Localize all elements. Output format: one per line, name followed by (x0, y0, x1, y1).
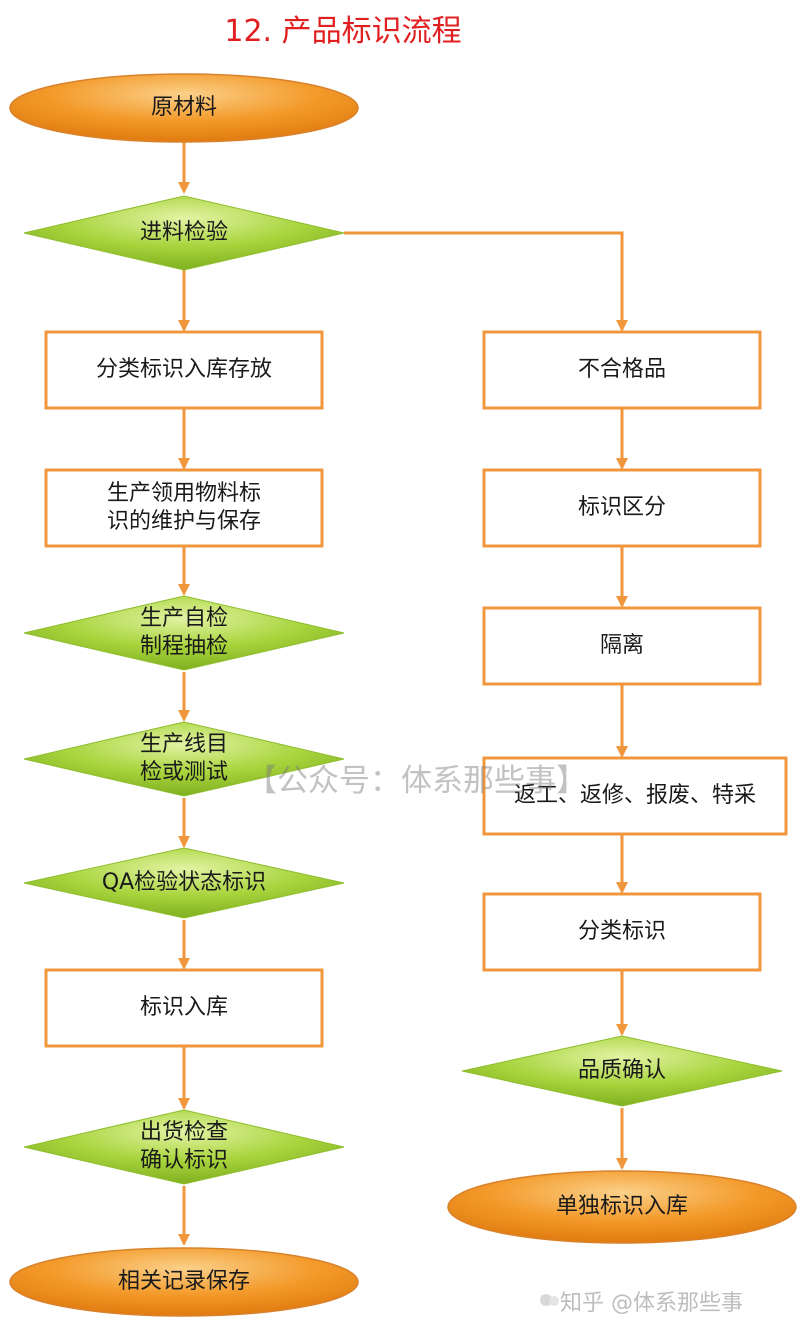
end-terminal-right (447, 1170, 797, 1244)
identify-distinguish-box (482, 468, 762, 548)
incoming-inspection-label: 进料检验 (139, 220, 228, 245)
classify-store-label: 分类标识入库存放 (95, 357, 272, 382)
line-test-decision (23, 721, 345, 797)
classify-identify-label: 分类标识 (577, 919, 666, 944)
zhihu-logo-icon (540, 1294, 559, 1306)
production-material-box (44, 468, 324, 548)
line-test-label: 生产线目 检或测试 (139, 732, 228, 785)
page-title: 12. 产品标识流程 (224, 14, 462, 49)
self-check-label: 生产自检 制程抽检 (139, 606, 228, 659)
rework-label: 返工、返修、报废、特采 (513, 783, 756, 808)
self-check-decision (23, 595, 345, 671)
nonconforming-box (482, 330, 762, 410)
classify-store-box (44, 330, 324, 410)
identify-store-box (44, 968, 324, 1048)
identify-distinguish-label: 标识区分 (577, 495, 666, 520)
qa-status-decision (23, 847, 345, 919)
rework-box (482, 756, 788, 836)
shipment-check-decision (23, 1109, 345, 1185)
shipment-check-label: 出货检查 确认标识 (139, 1120, 228, 1173)
isolate-label: 隔离 (599, 633, 644, 658)
end-right-label: 单独标识入库 (555, 1194, 688, 1219)
start-label: 原材料 (150, 95, 217, 120)
isolate-box (482, 606, 762, 686)
quality-confirm-decision (461, 1035, 783, 1107)
nonconforming-label: 不合格品 (577, 357, 666, 382)
watermark-text: 【公众号：体系那些事】 (246, 763, 587, 799)
credit-text: 知乎 @体系那些事 (560, 1291, 743, 1316)
end-left-label: 相关记录保存 (117, 1269, 250, 1294)
classify-identify-box (482, 892, 762, 972)
end-terminal-left (9, 1247, 359, 1317)
incoming-inspection-decision (23, 195, 345, 271)
quality-confirm-label: 品质确认 (577, 1058, 666, 1083)
arrow-inspection-to-nonconforming (344, 231, 628, 332)
start-terminal (9, 73, 359, 143)
qa-status-label: QA检验状态标识 (101, 870, 267, 895)
identify-store-label: 标识入库 (139, 995, 228, 1020)
production-material-label: 生产领用物料标 识的维护与保存 (106, 481, 261, 534)
